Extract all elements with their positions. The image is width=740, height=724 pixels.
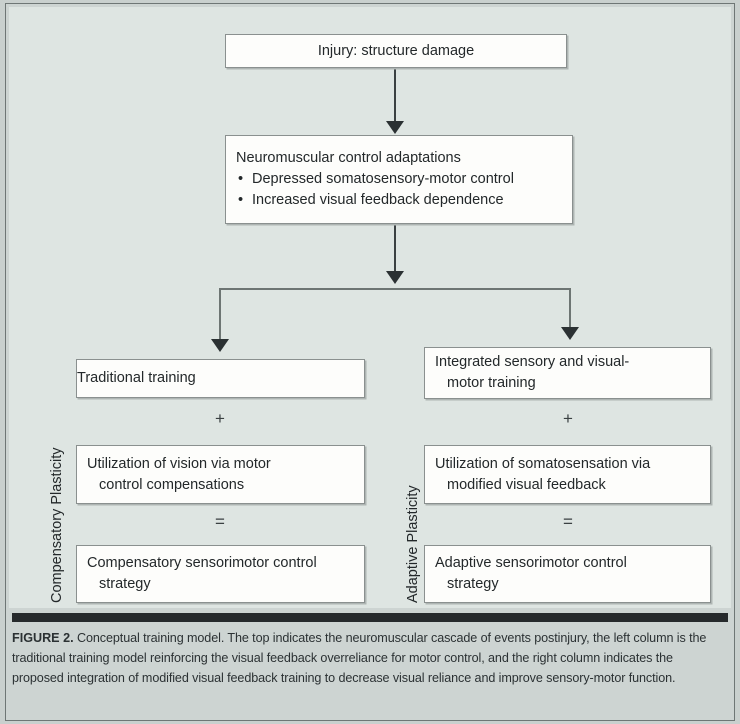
arrowhead-to-traditional-training [211, 339, 229, 352]
line-2: strategy [99, 576, 151, 592]
line-2: strategy [447, 576, 499, 592]
operator-plus-left: + [215, 409, 225, 428]
diagram-panel: Injury: structure damage Neuromuscular c… [9, 7, 731, 608]
side-label-adaptive-plasticity: Adaptive Plasticity [405, 485, 421, 603]
adaptations-bullet-list: Depressed somatosensory-motor control In… [236, 169, 562, 211]
node-neuromuscular-adaptations: Neuromuscular control adaptations Depres… [225, 135, 573, 224]
figure-label: FIGURE 2. [12, 631, 74, 645]
connector-branch-horizontal [219, 288, 571, 290]
node-injury-text: Injury: structure damage [317, 42, 475, 59]
caption-divider-rule [12, 613, 728, 622]
line-2: control compensations [99, 476, 245, 493]
node-utilization-of-somatosensation: Utilization of somatosensation via modif… [424, 445, 711, 504]
node-utilization-of-somatosensation-body: Utilization of somatosensation via modif… [425, 454, 710, 496]
node-utilization-of-vision-body: Utilization of vision via motor control … [77, 454, 364, 496]
node-compensatory-strategy: Compensatory sensorimotor control strate… [76, 545, 365, 603]
node-compensatory-strategy-body: Compensatory sensorimotor control strate… [77, 553, 364, 595]
node-injury: Injury: structure damage [225, 34, 567, 68]
node-adaptive-strategy: Adaptive sensorimotor control strategy [424, 545, 711, 603]
node-neuromuscular-adaptations-body: Neuromuscular control adaptations Depres… [226, 148, 572, 211]
line-2: modified visual feedback [447, 476, 606, 493]
node-traditional-training-text: Traditional training [77, 370, 196, 386]
arrowhead-branch-point [386, 271, 404, 284]
list-item: Depressed somatosensory-motor control [236, 169, 562, 190]
figure-caption-text: Conceptual training model. The top indic… [12, 631, 707, 685]
caption-band [9, 608, 731, 720]
line-1: Compensatory sensorimotor control [87, 555, 317, 571]
operator-equals-right: = [563, 512, 573, 531]
connector-branch-left [219, 288, 221, 342]
line-2: motor training [447, 375, 536, 391]
side-label-compensatory-plasticity: Compensatory Plasticity [49, 447, 65, 603]
line-1: Adaptive sensorimotor control [435, 555, 627, 571]
line-1: Integrated sensory and visual- [435, 354, 630, 370]
operator-plus-right: + [563, 409, 573, 428]
connector-branch-right [569, 288, 571, 330]
operator-equals-left: = [215, 512, 225, 531]
line-1: Utilization of vision via motor [87, 455, 271, 472]
figure-caption: FIGURE 2. Conceptual training model. The… [12, 628, 728, 688]
connector-adaptations-down [394, 224, 396, 274]
node-traditional-training: Traditional training [76, 359, 365, 398]
node-integrated-training-body: Integrated sensory and visual- motor tra… [425, 352, 710, 394]
arrowhead-to-integrated-training [561, 327, 579, 340]
node-adaptive-strategy-body: Adaptive sensorimotor control strategy [425, 553, 710, 595]
node-utilization-of-vision: Utilization of vision via motor control … [76, 445, 365, 504]
adaptations-title: Neuromuscular control adaptations [236, 150, 461, 166]
arrowhead-to-adaptations [386, 121, 404, 134]
node-integrated-training: Integrated sensory and visual- motor tra… [424, 347, 711, 399]
list-item: Increased visual feedback dependence [236, 190, 562, 211]
line-1: Utilization of somatosensation via [435, 455, 651, 472]
connector-injury-to-adaptations [394, 68, 396, 123]
